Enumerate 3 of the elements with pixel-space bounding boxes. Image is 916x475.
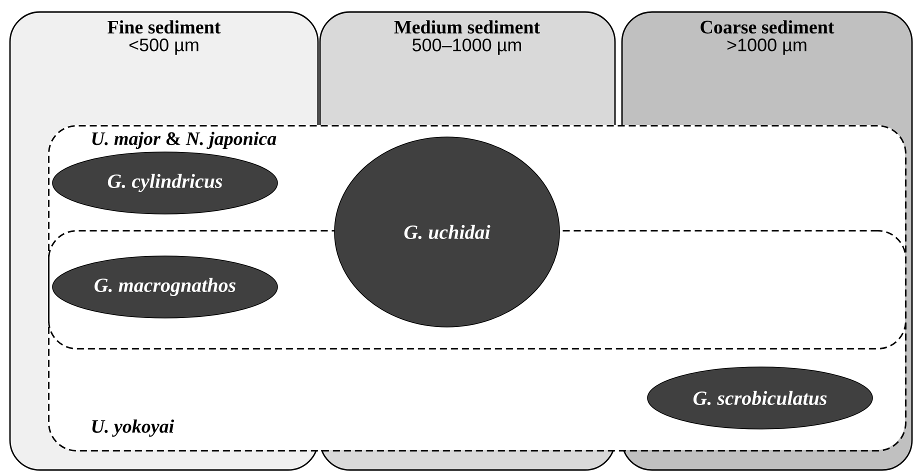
node-text: Medium sediment 500–1000 µm	[394, 20, 540, 55]
node-text: Fine sediment <500 µm	[108, 20, 221, 55]
node-text: Coarse sediment >1000 µm	[700, 20, 834, 55]
